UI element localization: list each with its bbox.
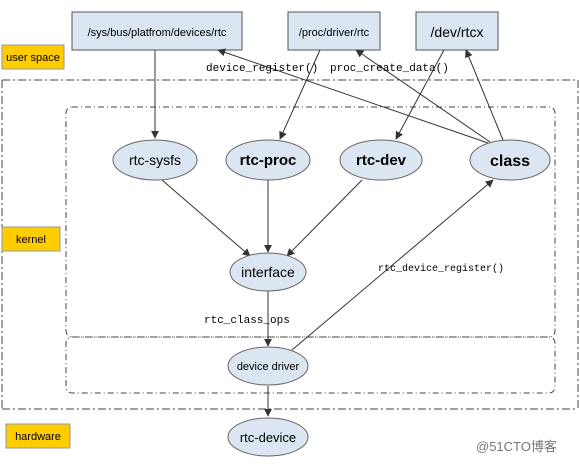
- arrow-class-to-dev-box: [465, 49, 504, 141]
- layer-label-text: kernel: [16, 234, 46, 246]
- node-class-label: class: [490, 153, 530, 170]
- arrow-class-to-sysfs-box: [217, 48, 489, 144]
- dev-path-box: /dev/rtcx: [415, 11, 499, 51]
- node-interface-label: interface: [241, 264, 295, 280]
- arrow-device-driver-to-class: [291, 179, 494, 351]
- dev-path-text: /dev/rtcx: [431, 24, 484, 40]
- node-rtc-proc: rtc-proc: [225, 139, 311, 181]
- layer-label-user-space: user space: [1, 44, 65, 70]
- arrow-rtc-dev-to-interface: [286, 179, 363, 257]
- node-rtc-sysfs-label: rtc-sysfs: [129, 152, 181, 168]
- edge-label-device-register: device_register(): [206, 63, 318, 75]
- proc-path-box: /proc/driver/rtc: [287, 11, 381, 51]
- sysfs-path-text: /sys/bus/platfrom/devices/rtc: [88, 27, 227, 39]
- arrow-proc-box-to-rtc-proc: [279, 49, 321, 140]
- node-interface: interface: [229, 252, 307, 292]
- node-rtc-dev: rtc-dev: [339, 139, 423, 181]
- edge-label-rtc-class-ops: rtc_class_ops: [204, 315, 290, 327]
- arrow-rtc-sysfs-to-interface: [161, 179, 251, 257]
- layer-label-kernel: kernel: [1, 226, 61, 252]
- arrow-class-to-proc-box: [355, 49, 491, 143]
- node-rtc-proc-label: rtc-proc: [240, 152, 297, 169]
- node-device-driver: device driver: [227, 346, 309, 386]
- node-rtc-sysfs: rtc-sysfs: [112, 139, 198, 181]
- node-class: class: [469, 139, 551, 181]
- proc-path-text: /proc/driver/rtc: [299, 27, 370, 39]
- node-device-driver-label: device driver: [237, 361, 300, 373]
- edge-label-rtc-device-register: rtc_device_register(): [378, 263, 504, 275]
- node-rtc-device: rtc-device: [227, 417, 309, 457]
- edge-label-proc-create-data: proc_create_data(): [330, 63, 449, 75]
- layer-label-hardware: hardware: [5, 423, 71, 449]
- sysfs-path-box: /sys/bus/platfrom/devices/rtc: [71, 11, 243, 51]
- node-rtc-device-label: rtc-device: [240, 430, 296, 445]
- watermark-text: @51CTO博客: [476, 439, 557, 454]
- node-rtc-dev-label: rtc-dev: [356, 152, 407, 169]
- layer-label-text: hardware: [15, 431, 61, 443]
- layer-label-text: user space: [6, 52, 60, 64]
- driver-region: [65, 336, 556, 394]
